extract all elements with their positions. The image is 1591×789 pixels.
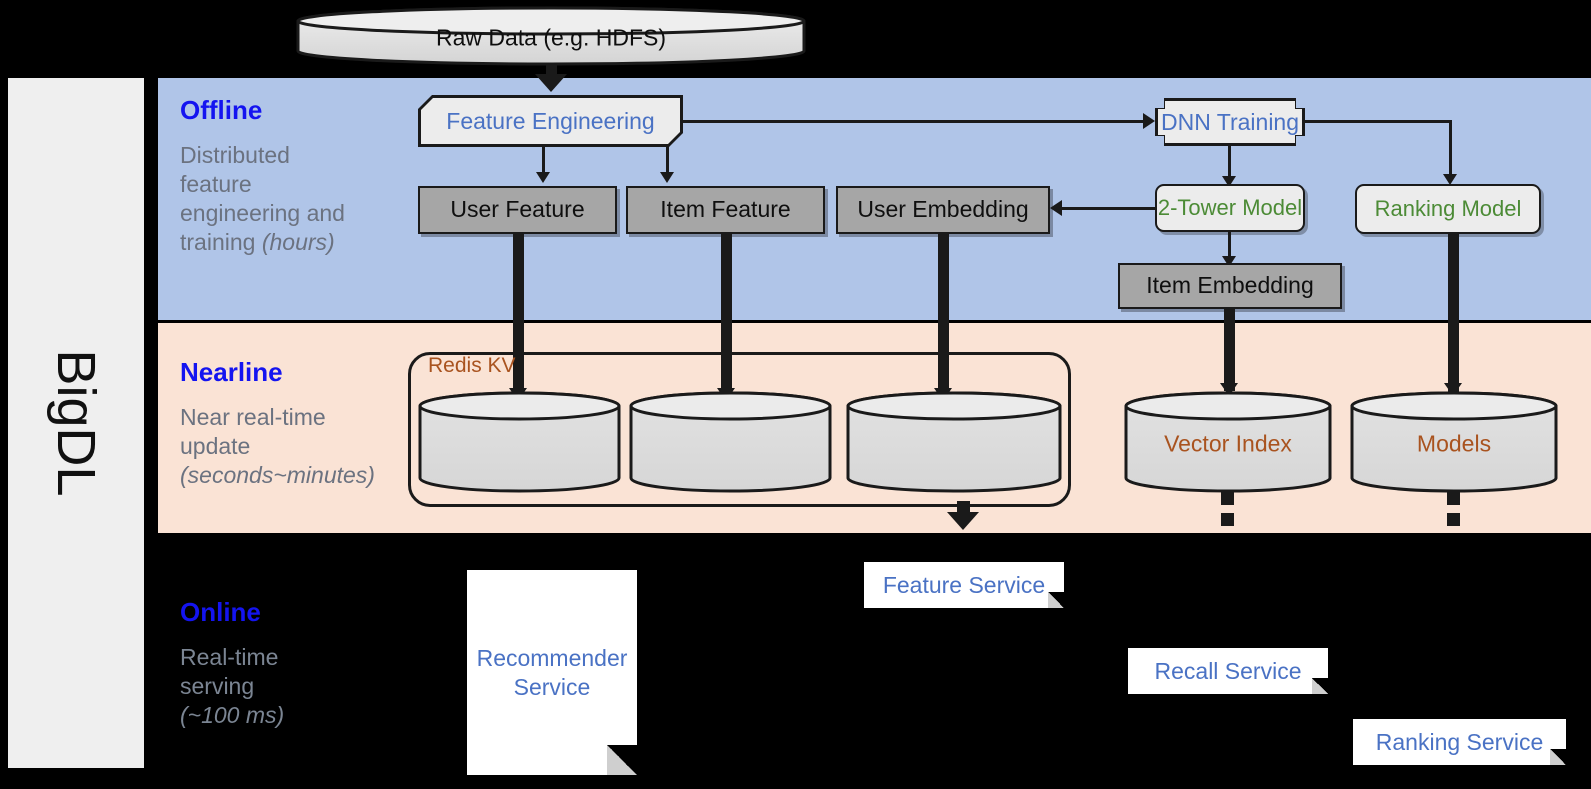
nearline-heading-block: Nearline Near real-time update (seconds~… (180, 358, 410, 490)
page-fold-icon (607, 745, 637, 775)
connector-fe-to-itemfeature (666, 147, 669, 175)
arrowhead-twotower-to-itemembedding (1222, 256, 1236, 267)
online-description: Real-time serving (~100 ms) (180, 643, 285, 728)
dnn-training-label: DNN Training (1158, 101, 1302, 143)
redis-kv-group (408, 352, 1071, 507)
arrowhead-fe-to-userfeature (536, 172, 550, 183)
recall-service-node[interactable]: Recall Service (1128, 648, 1328, 694)
arrowhead-fe-to-dnn (1143, 113, 1155, 129)
connector-rankingmodel-to-models (1448, 234, 1459, 392)
connector-twotower-to-userembedding (1060, 207, 1156, 210)
item-feature-label: Item Feature (660, 196, 791, 223)
user-embedding-node[interactable]: User Embedding (836, 186, 1050, 234)
item-feature-node[interactable]: Item Feature (626, 186, 825, 234)
recommender-service-node[interactable]: Recommender Service (467, 570, 637, 775)
redis-store-1-cylinder[interactable] (418, 391, 621, 493)
feature-service-node[interactable]: Feature Service (864, 562, 1064, 608)
online-heading-block: Online Real-time serving (~100 ms) (180, 598, 410, 730)
page-fold-icon (1550, 749, 1566, 765)
arrowhead-rawdata-to-fe (535, 74, 567, 92)
nearline-description: Near real-time update (seconds~minutes) (180, 403, 375, 488)
bigdl-framework-rail: BigDL (8, 78, 144, 768)
feature-service-label: Feature Service (882, 571, 1046, 598)
offline-title: Offline (180, 95, 263, 125)
ranking-service-node[interactable]: Ranking Service (1353, 719, 1566, 765)
user-feature-node[interactable]: User Feature (418, 186, 617, 234)
redis-kv-label: Redis KV (428, 354, 516, 377)
redis-store-2-cylinder[interactable] (629, 391, 832, 493)
connector-vectorindex-stub-1 (1221, 492, 1234, 505)
connector-vectorindex-stub-2 (1221, 513, 1234, 526)
item-embedding-node[interactable]: Item Embedding (1118, 263, 1342, 309)
connector-dnn-to-twotower (1228, 146, 1231, 180)
ranking-model-label: Ranking Model (1374, 195, 1522, 221)
recall-service-label: Recall Service (1154, 657, 1302, 684)
bigdl-label: BigDL (46, 349, 106, 497)
arrowhead-fe-to-itemfeature (660, 172, 674, 183)
user-feature-label: User Feature (450, 196, 585, 223)
offline-heading-block: Offline Distributed feature engineering … (180, 96, 395, 257)
arrowhead-twotower-to-userembedding (1050, 200, 1062, 216)
connector-itemembedding-to-vectorindex (1224, 309, 1235, 391)
arrowhead-dnn-to-rankingmodel (1443, 174, 1457, 185)
two-tower-model-label: 2-Tower Model (1157, 194, 1303, 220)
arrowhead-dnn-to-twotower (1222, 176, 1236, 187)
connector-userembedding-to-redis3 (938, 234, 949, 396)
connector-fe-to-userfeature (542, 147, 545, 175)
page-fold-icon (1048, 592, 1064, 608)
raw-data-cylinder: Raw Data (e.g. HDFS) (296, 6, 806, 66)
connector-models-stub-1 (1447, 492, 1460, 505)
user-embedding-label: User Embedding (857, 196, 1029, 223)
arrowhead-redis-to-featureservice (947, 512, 979, 530)
feature-engineering-node[interactable]: Feature Engineering (418, 95, 683, 147)
ranking-model-node[interactable]: Ranking Model (1355, 184, 1541, 234)
connector-twotower-to-itemembedding (1228, 232, 1231, 262)
offline-description: Distributed feature engineering and trai… (180, 141, 345, 256)
online-title: Online (180, 597, 261, 627)
dnn-training-node[interactable]: DNN Training (1155, 98, 1305, 146)
item-embedding-label: Item Embedding (1146, 272, 1314, 299)
connector-dnn-to-rankingmodel-h (1303, 120, 1451, 123)
recommender-service-label: Recommender Service (476, 644, 628, 700)
connector-userfeature-to-redis1 (513, 234, 524, 396)
models-cylinder[interactable]: Models (1350, 391, 1558, 493)
vector-index-cylinder[interactable]: Vector Index (1124, 391, 1332, 493)
two-tower-model-node[interactable]: 2-Tower Model (1155, 184, 1305, 232)
connector-models-stub-2 (1447, 513, 1460, 526)
connector-redis-to-featureservice-stub (957, 501, 970, 514)
connector-rawdata-to-fe (546, 64, 557, 82)
ranking-service-label: Ranking Service (1375, 728, 1544, 755)
connector-itemfeature-to-redis2 (721, 234, 732, 396)
page-fold-icon (1312, 678, 1328, 694)
connector-dnn-to-rankingmodel-v (1449, 120, 1452, 178)
connector-fe-to-dnn (683, 120, 1143, 123)
nearline-title: Nearline (180, 357, 283, 387)
redis-store-3-cylinder[interactable] (846, 391, 1062, 493)
feature-engineering-label: Feature Engineering (421, 98, 680, 144)
